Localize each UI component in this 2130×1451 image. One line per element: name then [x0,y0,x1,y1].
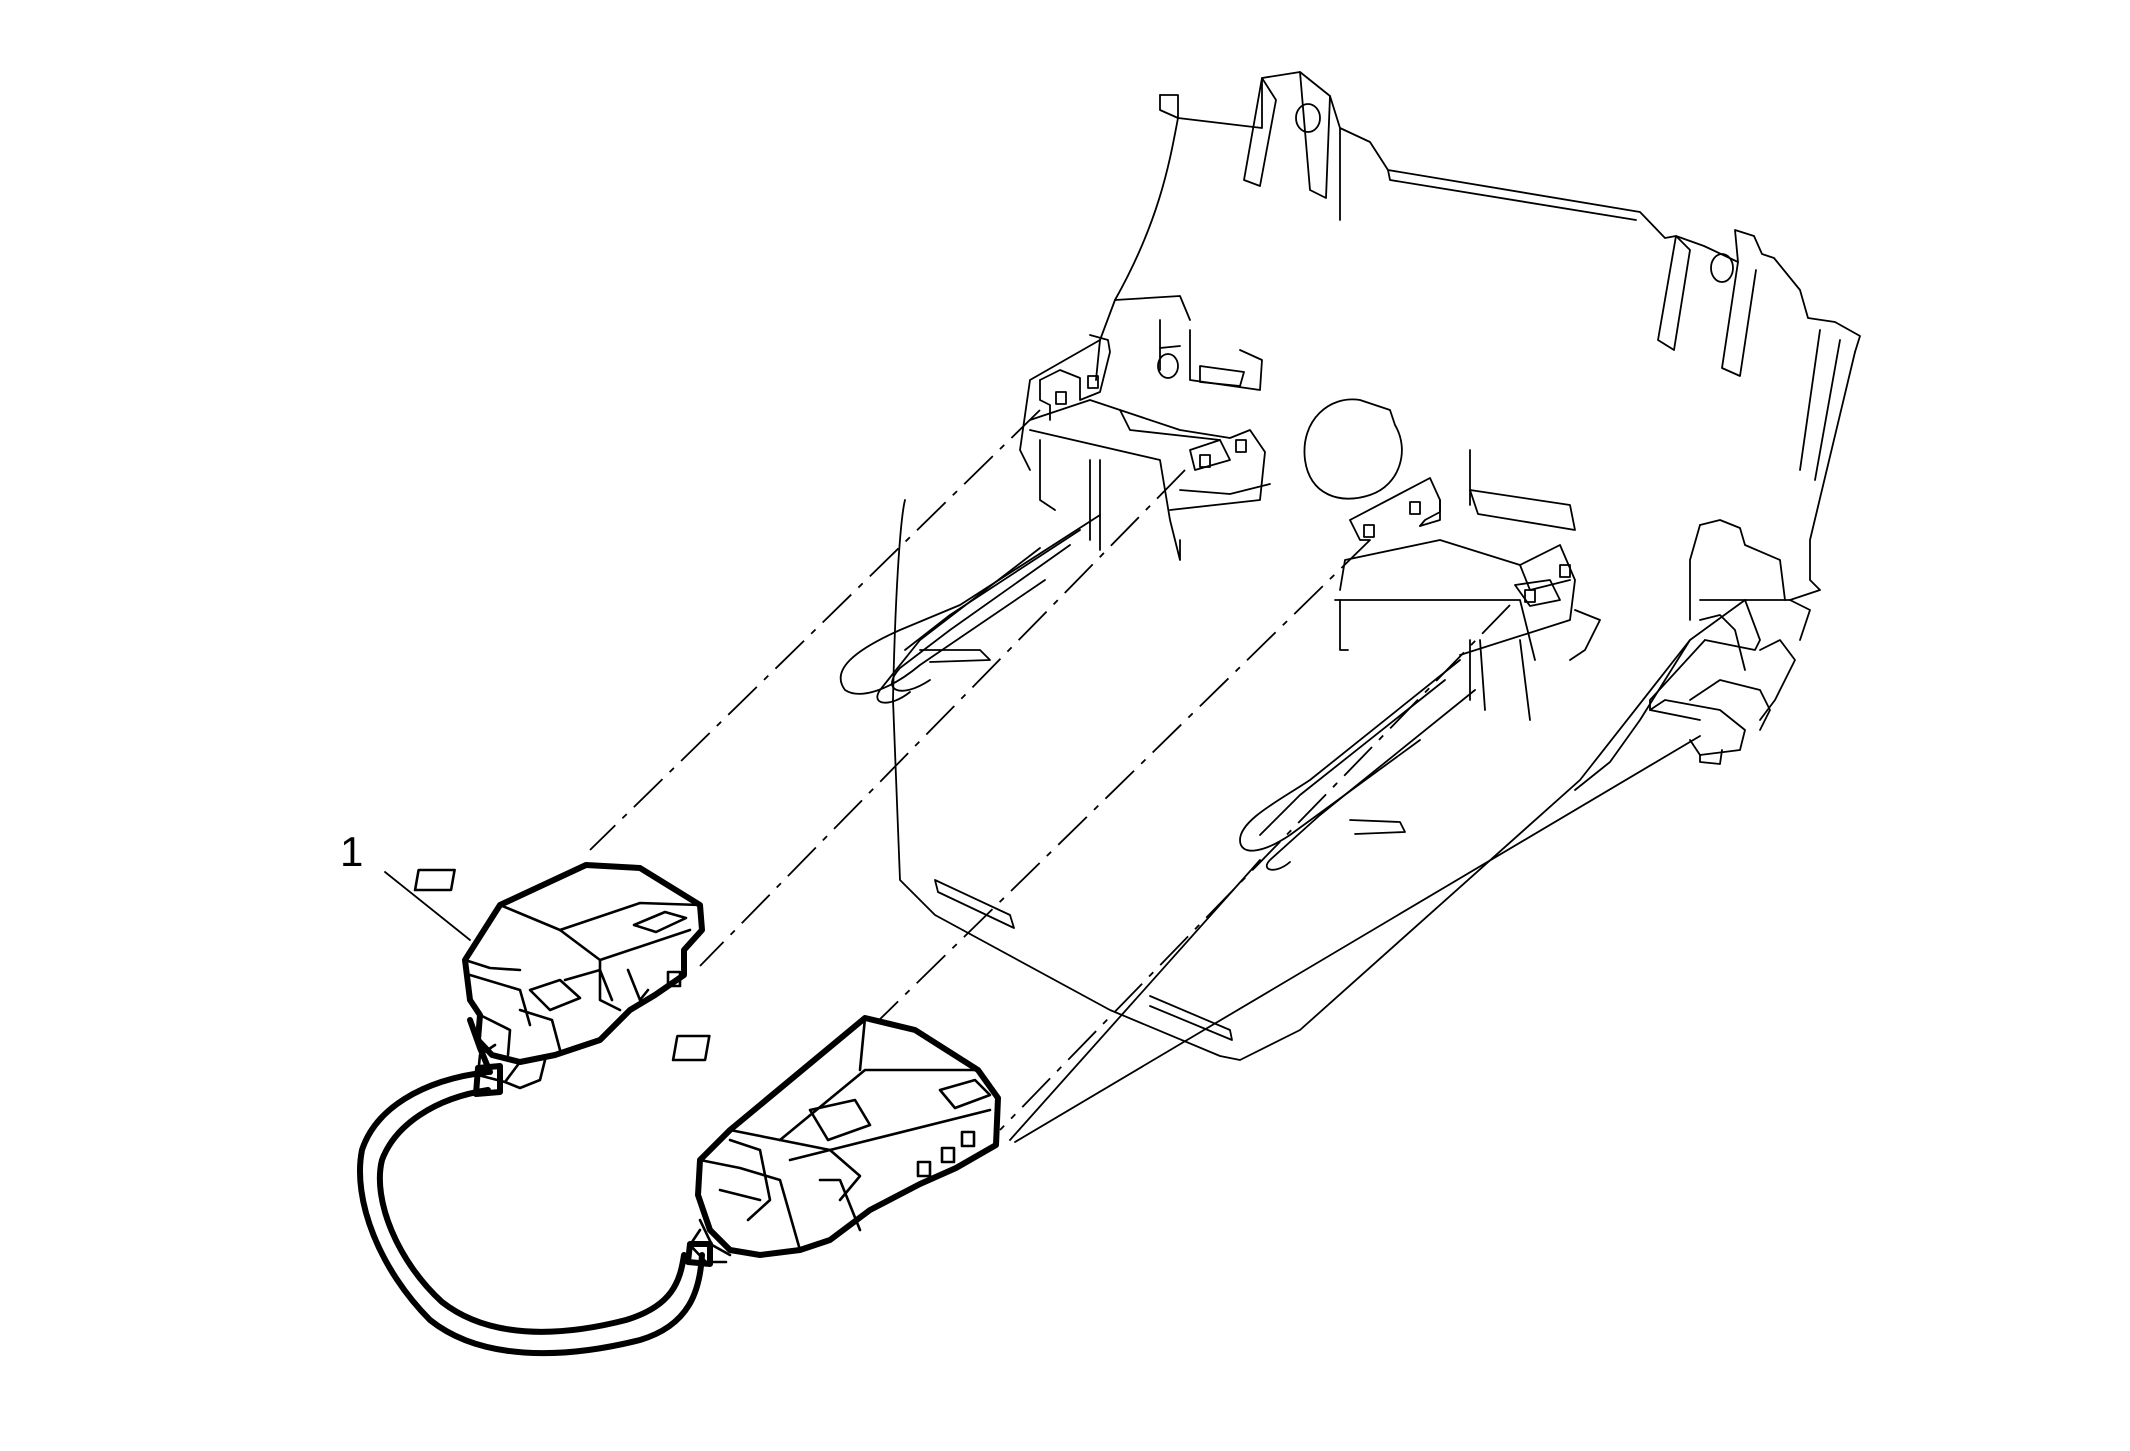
callout-number-1: 1 [340,828,363,875]
connecting-cable [356,1017,713,1357]
connector-upper [413,862,705,1090]
callout-leader-line [384,871,471,941]
alignment-lines [589,409,1701,1143]
connector-lower [671,1015,1001,1264]
callout-1: 1 [340,828,471,941]
mounting-bracket [839,71,1861,1061]
